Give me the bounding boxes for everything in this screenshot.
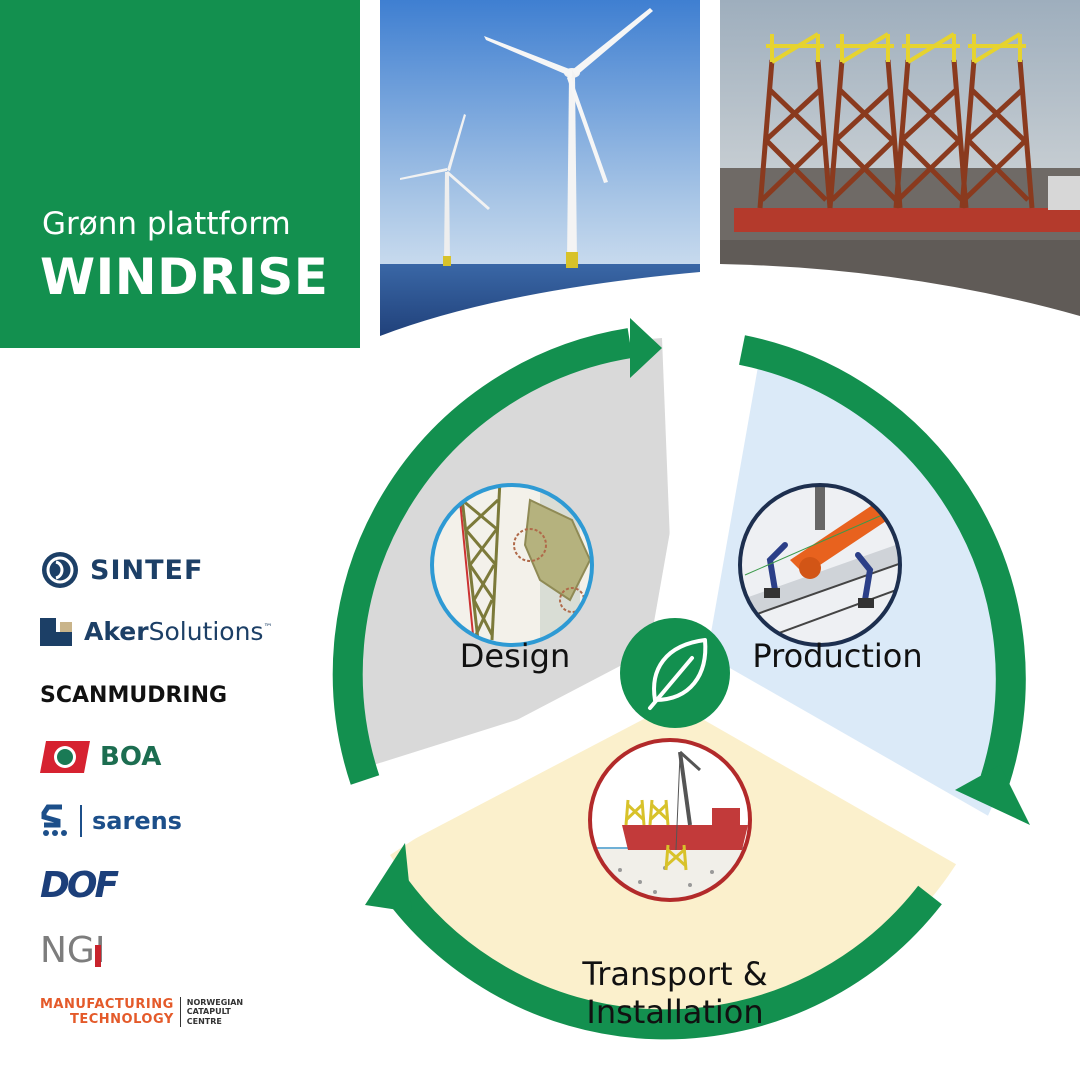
scanmudring-logo-text-1: SCAN xyxy=(40,683,108,708)
sarens-emblem-icon xyxy=(41,804,67,836)
boa-logo-text: BOA xyxy=(100,742,162,772)
ngi-red-accent xyxy=(95,944,102,967)
design-arrowhead xyxy=(630,318,662,378)
aker-logo-text: Aker xyxy=(84,617,149,646)
transport-arrowhead xyxy=(365,843,412,912)
aker-logo-tm: ™ xyxy=(263,623,273,633)
production-arc xyxy=(739,335,1026,785)
leaf-icon xyxy=(648,638,708,710)
sarens-logo-text: sarens xyxy=(92,807,182,835)
design-icon xyxy=(430,483,594,647)
installation-vessel-icon xyxy=(588,738,752,902)
dof-logo-text: DOF xyxy=(40,865,119,906)
sintef-logo: SINTEF xyxy=(40,550,203,590)
boa-logo: BOA xyxy=(40,737,161,777)
transport-arc xyxy=(377,871,942,1040)
title-line-2: WINDRISE xyxy=(40,248,329,306)
aker-emblem-icon xyxy=(40,617,72,646)
aker-solutions-logo: Aker Solutions ™ xyxy=(40,617,272,646)
sarens-logo: sarens xyxy=(40,803,182,839)
mt-logo-line-2: TECHNOLOGY xyxy=(69,1012,174,1027)
mt-logo-line-1: MANUFACTURING xyxy=(40,997,174,1012)
design-arc xyxy=(332,328,633,785)
dof-logo: DOF xyxy=(40,865,119,906)
title-line-1: Grønn plattform xyxy=(42,206,291,242)
transport-installation-label: Transport & Installation xyxy=(582,954,768,1031)
sintef-logo-text: SINTEF xyxy=(90,554,204,586)
title-block: Grønn plattform WINDRISE xyxy=(0,0,360,348)
production-icon xyxy=(738,483,902,647)
offshore-wind-turbines-photo xyxy=(380,0,700,340)
production-label: Production xyxy=(752,637,923,675)
manufacturing-technology-logo: MANUFACTURING TECHNOLOGY NORWEGIAN CATAP… xyxy=(40,997,243,1027)
center-circle xyxy=(620,618,730,728)
ngi-logo: NGI xyxy=(40,930,105,971)
boa-emblem-icon xyxy=(40,741,90,773)
scanmudring-logo-text-2: MUDRING xyxy=(107,683,228,708)
ngi-logo-text: NGI xyxy=(40,930,106,971)
sintef-emblem-icon xyxy=(42,552,78,588)
design-label: Design xyxy=(459,637,571,675)
jacket-foundations-barge-photo xyxy=(720,0,1080,320)
production-arrowhead xyxy=(955,765,1030,825)
catapult-line-3: CENTRE xyxy=(186,1016,222,1026)
catapult-line-2: CATAPULT xyxy=(186,1007,231,1017)
scanmudring-logo: SCAN MUDRING xyxy=(40,683,227,708)
catapult-line-1: NORWEGIAN xyxy=(186,998,244,1008)
aker-logo-text-2: Solutions xyxy=(148,617,264,646)
